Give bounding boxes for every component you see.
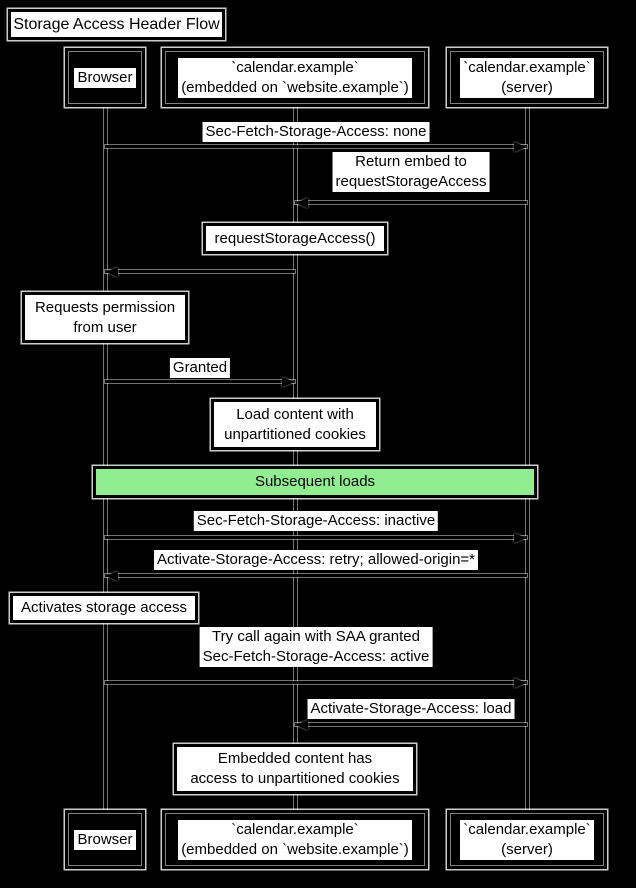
actor-box-browser-bottom: Browser	[65, 810, 145, 869]
message-arrow-granted	[105, 380, 295, 383]
lifeline-server	[525, 105, 529, 812]
message-label-try-again-line: Try call again with SAA granted	[212, 628, 420, 645]
note-requests-permission: Requests permission from user	[22, 292, 188, 343]
note-activates-storage-line: Activates storage access	[21, 599, 187, 616]
actor-box-embedded-bottom: `calendar.example` (embedded on `website.…	[162, 810, 428, 869]
message-label-sec-fetch-none-line: Sec-Fetch-Storage-Access: none	[205, 123, 427, 140]
note-load-content-line: unpartitioned cookies	[224, 425, 366, 443]
actor-label-browser-line: Browser	[77, 830, 133, 848]
message-label-activate-retry-line: Activate-Storage-Access: retry; allowed-…	[156, 551, 476, 568]
actor-label-embedded-line: (embedded on `website.example`)	[181, 840, 409, 858]
note-requests-permission-line: from user	[73, 318, 137, 336]
message-label-try-again-line: Sec-Fetch-Storage-Access: active	[202, 648, 430, 665]
arrowhead-left-icon	[105, 570, 118, 581]
note-load-content: Load content with unpartitioned cookies	[211, 399, 379, 450]
message-arrow-sec-fetch-none	[105, 145, 527, 148]
actor-label-server-line: `calendar.example`	[463, 58, 591, 76]
note-activates-storage: Activates storage access	[10, 593, 198, 623]
note-request-storage-access: requestStorageAccess()	[203, 223, 387, 254]
actor-label-embedded-line: `calendar.example`	[231, 58, 359, 76]
message-arrow-try-again	[105, 681, 527, 684]
message-label-activate-load-line: Activate-Storage-Access: load	[310, 700, 512, 717]
message-label-return-embed: Return embed to requestStorageAccess	[332, 152, 490, 192]
actor-label-embedded-line: `calendar.example`	[231, 820, 359, 838]
actor-label-server-line: (server)	[501, 78, 553, 96]
message-arrow-activate-retry	[105, 574, 527, 577]
actor-label-embedded-line: (embedded on `website.example`)	[181, 78, 409, 96]
note-embedded-access-line: Embedded content has	[217, 750, 373, 767]
note-embedded-access-line: access to unpartitioned cookies	[190, 770, 400, 787]
message-label-granted-line: Granted	[172, 359, 228, 376]
arrowhead-right-icon	[514, 141, 527, 152]
message-label-sec-fetch-inactive: Sec-Fetch-Storage-Access: inactive	[193, 511, 439, 531]
actor-label-browser: Browser	[74, 67, 136, 88]
note-requests-permission-line: Requests permission	[34, 298, 176, 316]
actor-label-server: `calendar.example` (server)	[460, 57, 594, 98]
actor-label-server-line: `calendar.example`	[463, 820, 591, 838]
actor-label-embedded: `calendar.example` (embedded on `website.…	[178, 57, 412, 98]
note-subsequent-loads: Subsequent loads	[93, 466, 537, 498]
actor-label-browser-line: Browser	[77, 68, 133, 86]
arrowhead-left-icon	[295, 197, 308, 208]
message-label-activate-load: Activate-Storage-Access: load	[307, 699, 515, 719]
message-arrow-return-embed	[295, 201, 527, 204]
note-subsequent-loads-line: Subsequent loads	[254, 473, 376, 490]
actor-box-server-top: `calendar.example` (server)	[447, 48, 607, 107]
note-embedded-access: Embedded content has access to unpartitio…	[174, 744, 416, 794]
message-label-return-embed-line: requestStorageAccess	[335, 173, 487, 190]
actor-box-browser-top: Browser	[65, 48, 145, 107]
actor-label-embedded: `calendar.example` (embedded on `website.…	[178, 819, 412, 860]
message-arrow-sec-fetch-inactive	[105, 536, 527, 539]
actor-label-browser: Browser	[74, 829, 136, 850]
arrowhead-left-icon	[105, 266, 118, 277]
actor-box-server-bottom: `calendar.example` (server)	[447, 810, 607, 869]
arrowhead-right-icon	[514, 532, 527, 543]
actor-label-server-line: (server)	[501, 840, 553, 858]
arrowhead-left-icon	[295, 719, 308, 730]
diagram-title-box: Storage Access Header Flow	[8, 9, 225, 40]
message-label-granted: Granted	[169, 358, 231, 378]
message-label-sec-fetch-none: Sec-Fetch-Storage-Access: none	[202, 122, 430, 142]
message-arrow-rsa-to-browser	[105, 270, 295, 273]
actor-box-embedded-top: `calendar.example` (embedded on `website.…	[162, 48, 428, 107]
lifeline-browser	[103, 105, 107, 812]
arrowhead-right-icon	[514, 677, 527, 688]
lifeline-embedded	[293, 105, 297, 812]
diagram-title: Storage Access Header Flow	[13, 15, 220, 33]
message-label-activate-retry: Activate-Storage-Access: retry; allowed-…	[153, 550, 479, 570]
message-label-sec-fetch-inactive-line: Sec-Fetch-Storage-Access: inactive	[196, 512, 436, 529]
note-request-storage-access-line: requestStorageAccess()	[214, 229, 376, 247]
arrowhead-right-icon	[282, 376, 295, 387]
message-arrow-activate-load	[295, 723, 527, 726]
note-load-content-line: Load content with	[236, 405, 354, 423]
actor-label-server: `calendar.example` (server)	[460, 819, 594, 860]
message-label-return-embed-line: Return embed to	[355, 153, 467, 170]
